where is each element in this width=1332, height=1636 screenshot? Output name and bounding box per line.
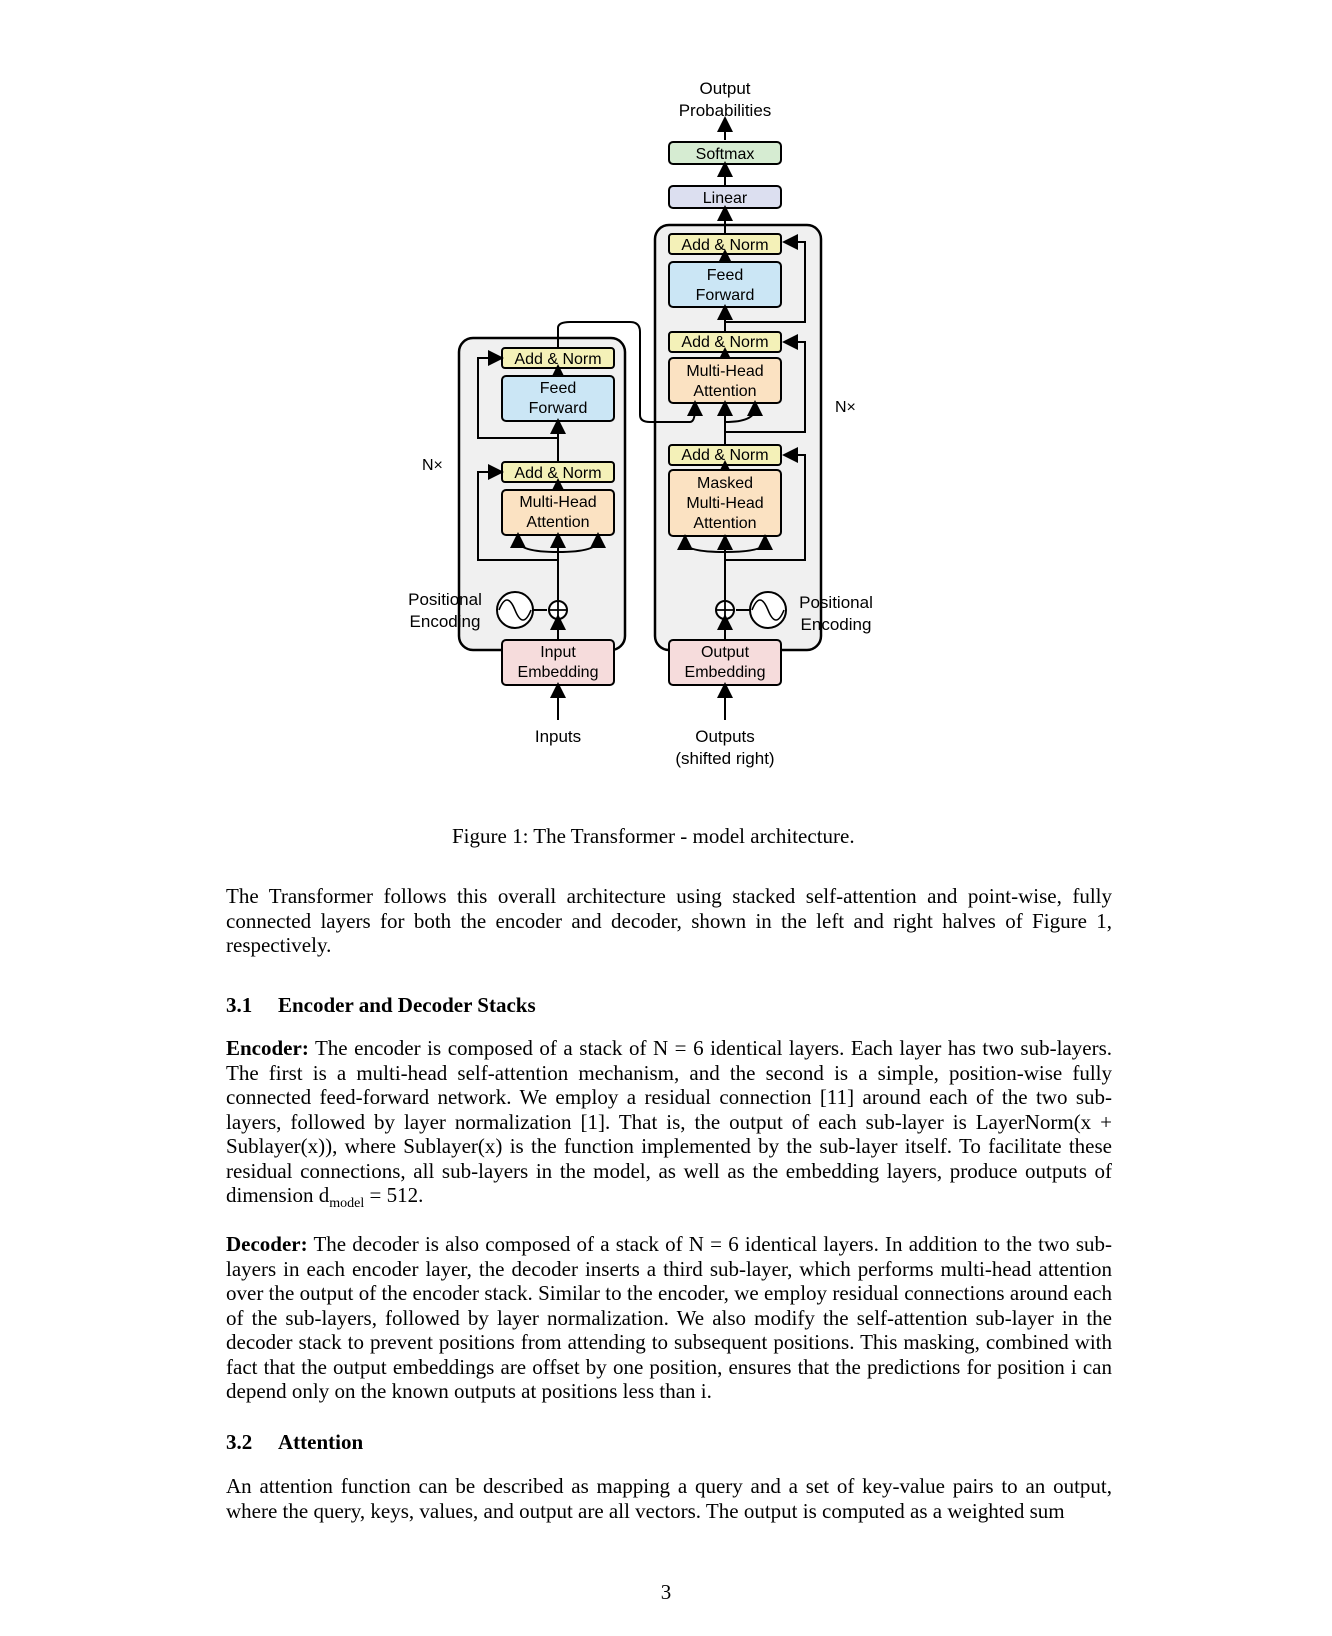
output-embedding-label: Embedding (685, 664, 766, 681)
outputs-label-1: Outputs (695, 727, 755, 746)
section-3-2-heading: 3.2 Attention (226, 1430, 363, 1455)
input-embedding-label: Input (540, 644, 576, 661)
input-embedding-label: Embedding (518, 664, 599, 681)
inputs-label: Inputs (535, 727, 581, 746)
positional-encoding-label: Positional (408, 590, 482, 609)
decoder-paragraph: Decoder: The decoder is also composed of… (226, 1232, 1112, 1404)
add-norm-label: Add & Norm (681, 334, 768, 351)
output-probabilities-label-2: Probabilities (679, 101, 772, 120)
section-title: Encoder and Decoder Stacks (278, 993, 536, 1017)
softmax-label: Softmax (696, 146, 755, 163)
multi-head-attention-label: Multi-Head (519, 494, 596, 511)
transformer-architecture-diagram: Output Probabilities Softmax Linear Add … (400, 70, 900, 795)
nx-right-label: N× (835, 399, 856, 416)
masked-attention-label: Masked (697, 475, 753, 492)
feed-forward-label: Forward (529, 400, 588, 417)
feed-forward-label: Feed (540, 380, 576, 397)
section-title: Attention (278, 1430, 364, 1454)
encoder-lead: Encoder: (226, 1036, 309, 1060)
positional-encoding-label: Encoding (801, 615, 872, 634)
outputs-label-2: (shifted right) (675, 749, 774, 768)
encoder-paragraph: Encoder: The encoder is composed of a st… (226, 1036, 1112, 1217)
encoder-text: The encoder is composed of a stack of N … (226, 1036, 1112, 1207)
encoder-sub: model (329, 1196, 365, 1212)
encoder-tail: = 512. (364, 1183, 424, 1207)
attention-paragraph: An attention function can be described a… (226, 1474, 1112, 1523)
nx-left-label: N× (422, 457, 443, 474)
intro-paragraph: The Transformer follows this overall arc… (226, 884, 1112, 957)
decoder-text: The decoder is also composed of a stack … (226, 1232, 1112, 1403)
section-number: 3.2 (226, 1430, 253, 1454)
masked-attention-label: Multi-Head (686, 495, 763, 512)
feed-forward-label: Feed (707, 267, 743, 284)
add-norm-label: Add & Norm (514, 465, 601, 482)
positional-encoding-label: Positional (799, 593, 873, 612)
section-3-1-heading: 3.1 Encoder and Decoder Stacks (226, 993, 536, 1018)
add-norm-label: Add & Norm (514, 351, 601, 368)
masked-attention-label: Attention (693, 515, 756, 532)
add-norm-label: Add & Norm (681, 447, 768, 464)
linear-label: Linear (703, 190, 748, 207)
decoder-lead: Decoder: (226, 1232, 308, 1256)
output-probabilities-label-1: Output (699, 79, 750, 98)
multi-head-attention-label: Multi-Head (686, 363, 763, 380)
section-number: 3.1 (226, 993, 253, 1017)
add-norm-label: Add & Norm (681, 237, 768, 254)
output-embedding-label: Output (701, 644, 750, 661)
multi-head-attention-label: Attention (526, 514, 589, 531)
positional-encoding-label: Encoding (410, 612, 481, 631)
figure-caption: Figure 1: The Transformer - model archit… (452, 824, 855, 848)
feed-forward-label: Forward (696, 287, 755, 304)
page-number: 3 (660, 1580, 672, 1604)
multi-head-attention-label: Attention (693, 383, 756, 400)
